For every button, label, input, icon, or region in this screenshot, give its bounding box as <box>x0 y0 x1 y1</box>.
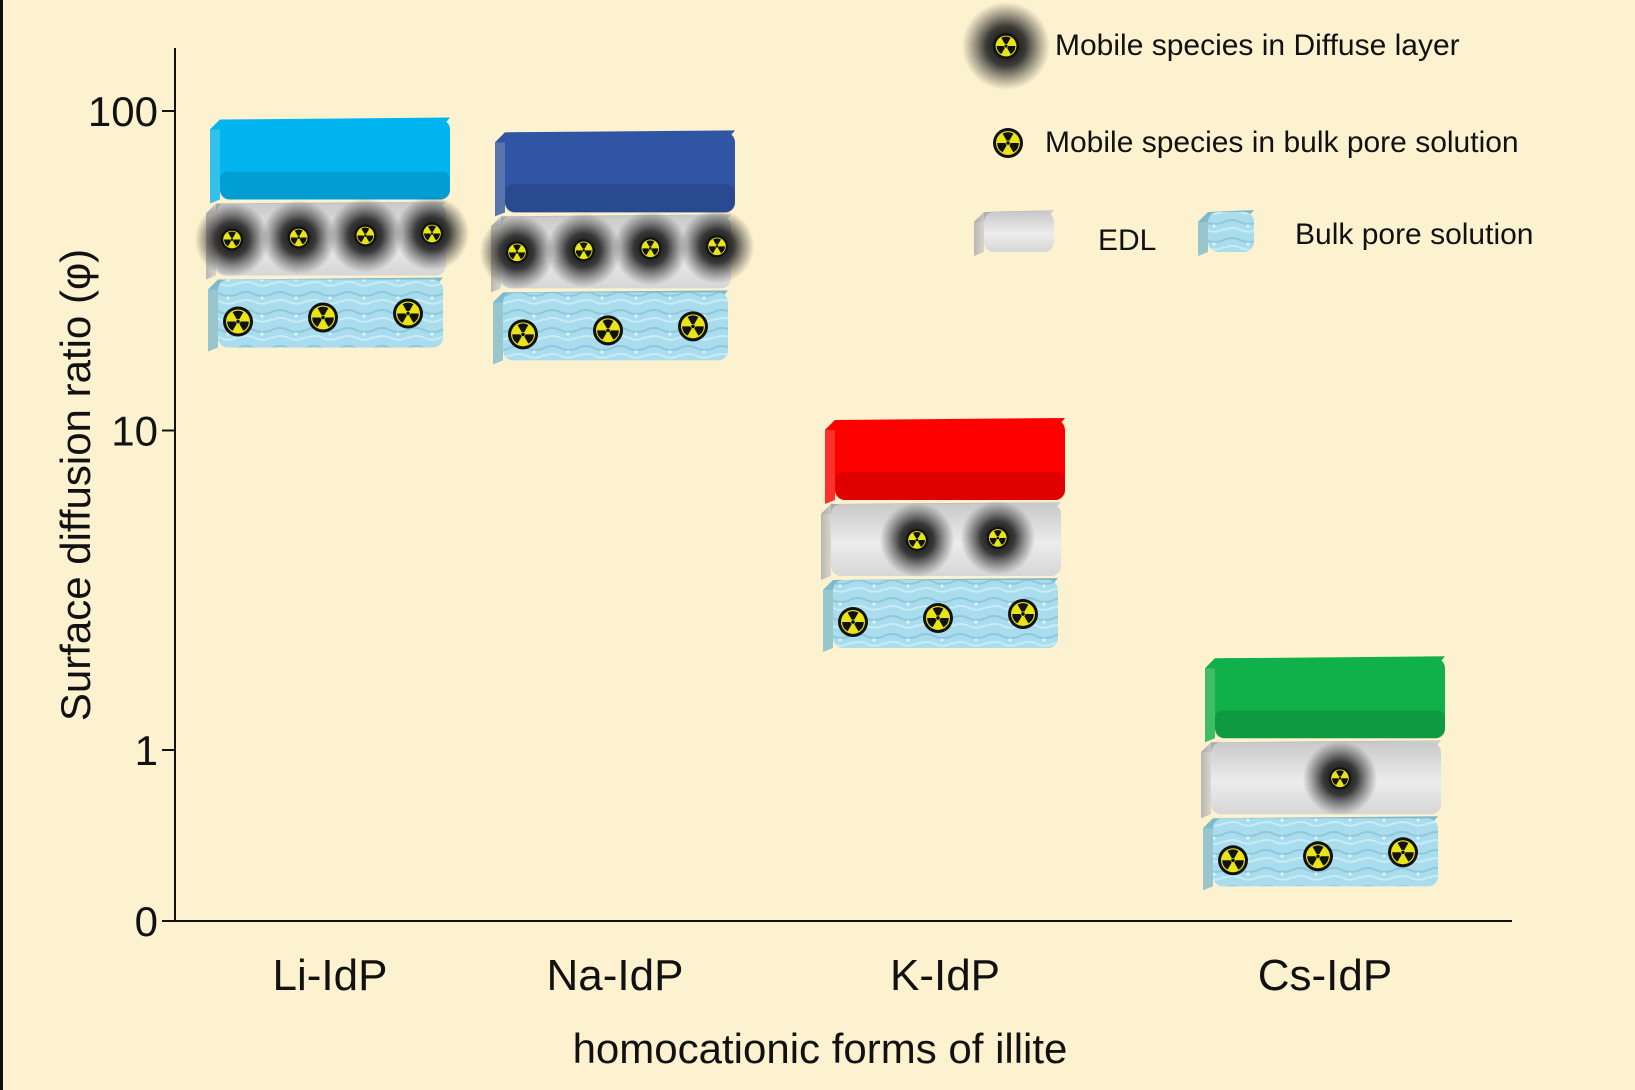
bulk-pore-layer <box>823 577 1058 652</box>
y-tick-label: 0 <box>135 898 158 945</box>
mobile-species-diffuse-icon <box>679 208 755 284</box>
mobile-species-bulk-icon <box>993 128 1023 158</box>
mobile-species-bulk-icon <box>393 298 423 329</box>
legend-label: Mobile species in Diffuse layer <box>1055 29 1460 62</box>
mobile-species-bulk-icon <box>1303 841 1333 872</box>
mobile-species-bulk-icon <box>593 315 623 346</box>
value-bar <box>495 130 735 217</box>
y-axis-title: Surface diffusion ratio (φ) <box>52 249 99 721</box>
bar-K-IdP <box>821 417 1065 652</box>
mobile-species-diffuse-icon <box>1302 740 1378 816</box>
value-bar <box>210 117 450 204</box>
value-bar <box>825 417 1065 504</box>
y-tick-label: 1 <box>135 727 158 774</box>
y-tick-label: 10 <box>111 408 158 455</box>
mobile-species-diffuse-icon <box>879 502 955 578</box>
legend-item-diffuse: Mobile species in Diffuse layer <box>961 1 1460 91</box>
mobile-species-bulk-icon <box>1218 845 1248 876</box>
bar-Na-IdP <box>479 130 755 365</box>
mobile-species-diffuse-icon <box>479 214 555 290</box>
mobile-species-diffuse-icon <box>546 212 622 288</box>
x-tick-label: Na-IdP <box>547 951 684 1000</box>
mobile-species-bulk-icon <box>1388 837 1418 868</box>
mobile-species-diffuse-icon <box>327 198 403 273</box>
mobile-species-bulk-icon <box>223 306 253 337</box>
x-tick-label: Cs-IdP <box>1258 951 1392 1000</box>
mobile-species-bulk-icon <box>1008 598 1038 629</box>
mobile-species-bulk-icon <box>838 606 868 637</box>
mobile-species-bulk-icon <box>678 311 708 342</box>
mobile-species-diffuse-icon <box>612 210 688 286</box>
mobile-species-diffuse-icon <box>394 196 470 271</box>
value-bar <box>1205 656 1445 743</box>
legend-item-edl: EDL <box>974 210 1156 257</box>
mobile-species-diffuse-icon <box>961 1 1051 91</box>
grey-block-icon <box>974 210 1054 256</box>
mobile-species-diffuse-icon <box>960 500 1036 576</box>
mobile-species-bulk-icon <box>508 319 538 350</box>
bar-Cs-IdP <box>1201 656 1445 891</box>
legend-label: Mobile species in bulk pore solution <box>1045 126 1519 159</box>
blue-block-icon <box>1198 210 1254 256</box>
bar-Li-IdP <box>194 117 470 352</box>
x-axis-title: homocationic forms of illite <box>573 1025 1068 1072</box>
legend-item-bulk: Mobile species in bulk pore solution <box>993 126 1519 159</box>
mobile-species-bulk-icon <box>923 602 953 633</box>
legend-label: Bulk pore solution <box>1295 218 1533 251</box>
y-tick-label: 100 <box>88 88 158 135</box>
x-tick-label: K-IdP <box>890 951 1000 1000</box>
x-tick-label: Li-IdP <box>273 951 388 1000</box>
frame-edge <box>0 0 3 1090</box>
mobile-species-diffuse-icon <box>194 202 270 277</box>
legend-item-bulk-pore: Bulk pore solution <box>1198 210 1533 256</box>
legend-label: EDL <box>1098 224 1156 257</box>
mobile-species-diffuse-icon <box>261 200 337 275</box>
mobile-species-bulk-icon <box>308 302 338 333</box>
